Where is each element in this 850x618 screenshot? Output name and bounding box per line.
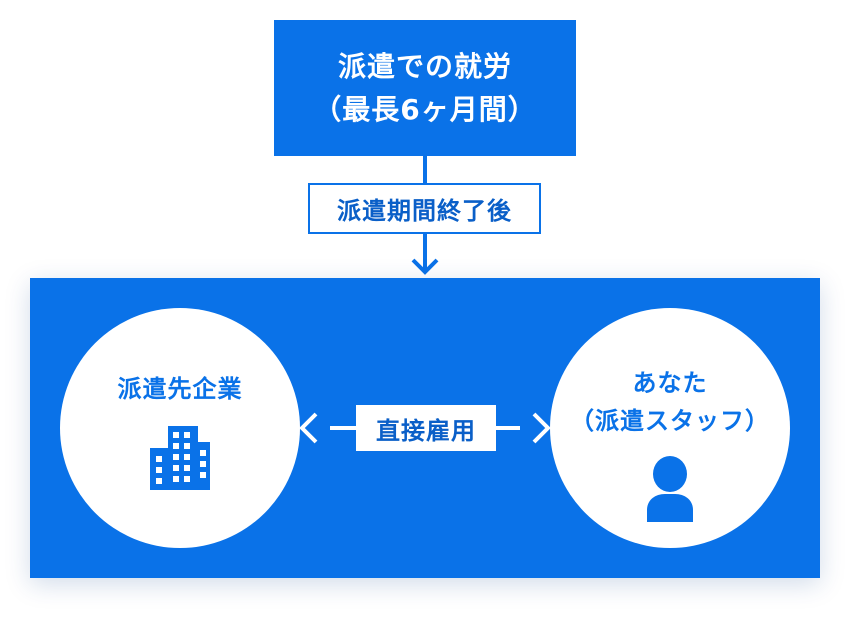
staff-circle: あなた （派遣スタッフ）: [550, 308, 790, 548]
dispatch-work-box: 派遣での就労 （最長6ヶ月間）: [274, 20, 576, 156]
double-arrow-icon: [299, 412, 551, 444]
down-arrow-icon: [411, 258, 439, 275]
building-icon: [148, 426, 212, 501]
client-company-circle: 派遣先企業: [60, 308, 300, 548]
person-icon: [645, 456, 695, 533]
dispatch-work-duration: （最長6ヶ月間）: [313, 93, 537, 126]
after-dispatch-period-label: 派遣期間終了後: [308, 183, 541, 234]
staff-label-role: （派遣スタッフ）: [570, 407, 770, 435]
staff-label-you: あなた: [632, 369, 708, 397]
client-company-label: 派遣先企業: [117, 375, 243, 403]
dispatch-work-title: 派遣での就労: [337, 50, 512, 83]
direct-hire-panel: 派遣先企業: [30, 278, 820, 578]
staff-label: あなた （派遣スタッフ）: [570, 364, 770, 440]
direct-hire-label: 直接雇用: [356, 405, 496, 451]
